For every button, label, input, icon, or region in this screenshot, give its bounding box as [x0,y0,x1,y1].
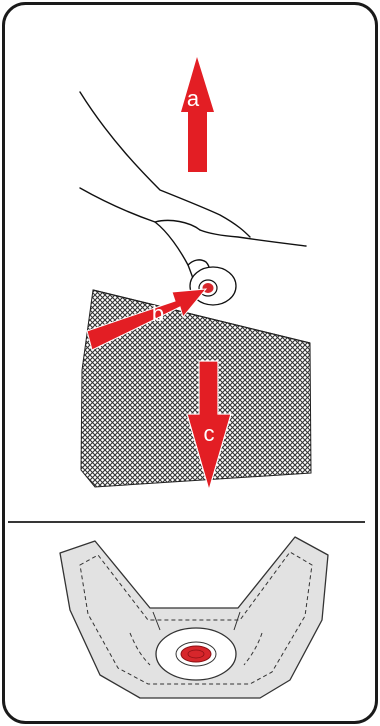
arrow-b-press: b [86,288,208,351]
pad-button-red [180,645,212,663]
arrow-a-label: a [187,86,200,111]
arrow-a-up: a [181,57,214,172]
release-button [189,266,237,306]
pad-dashed-contour [79,551,313,685]
arrow-b-label: b [152,301,164,326]
instruction-step-panel: a b c [79,57,312,493]
arrow-c-down: c [186,360,232,493]
mesh-block [80,289,312,488]
arrow-c-label: c [204,421,215,446]
part-detail-panel [59,536,329,699]
pad-shape [59,536,329,699]
